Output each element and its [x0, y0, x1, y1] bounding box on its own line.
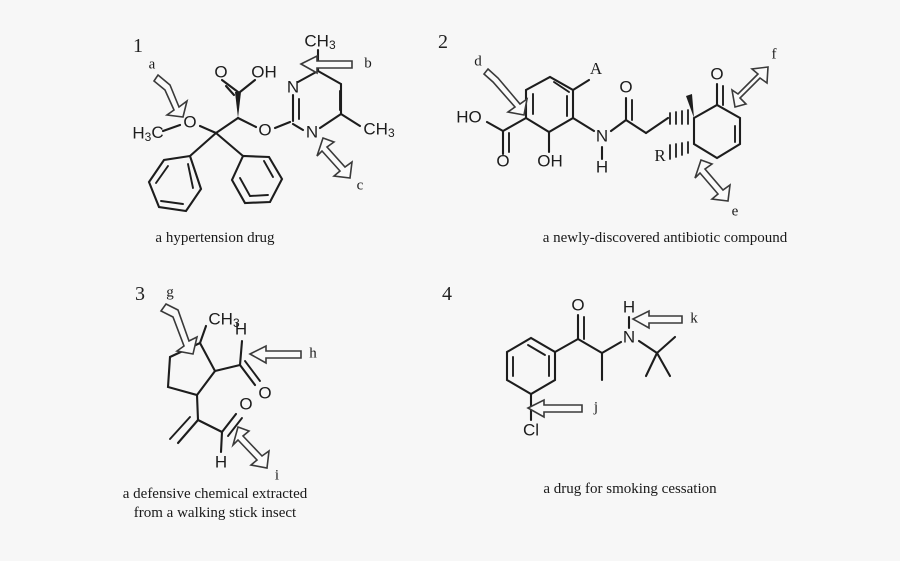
- svg-text:d: d: [474, 53, 482, 69]
- atom-label-methyl-right: CH3: [363, 119, 395, 140]
- arrow-f: f: [730, 46, 777, 109]
- arrow-g: g: [159, 284, 199, 355]
- svg-text:a: a: [149, 56, 156, 72]
- arrow-k: k: [631, 309, 698, 330]
- structure-3-drawing: CH3 H O H O g: [159, 284, 317, 483]
- svg-text:h: h: [309, 345, 317, 361]
- structure-panel-2: 2 O HO OH A N H: [430, 0, 900, 265]
- svg-text:i: i: [275, 467, 279, 483]
- hashed-bond-chain: [669, 109, 689, 125]
- atom-label-phenol-oh: OH: [537, 151, 563, 170]
- atom-label-methyl-3: CH3: [208, 309, 240, 330]
- atom-label-amide-n: N: [596, 126, 608, 145]
- atom-label-a: A: [590, 59, 603, 78]
- arrow-c: c: [316, 136, 364, 193]
- atom-label-r-group: R: [654, 146, 666, 165]
- caption-structure-3: a defensive chemical extracted from a wa…: [90, 485, 340, 523]
- structure-panel-4: 4 Cl O N H: [430, 275, 900, 561]
- caption-structure-2: a newly-discovered antibiotic compound: [542, 230, 788, 246]
- caption-line-1: a defensive chemical extracted: [122, 486, 308, 502]
- arrow-i: i: [231, 425, 279, 483]
- atom-label-amine-h: H: [623, 297, 635, 316]
- structure-2-drawing: O HO OH A N H O: [456, 46, 777, 219]
- atom-label-aldehyde-h-top: H: [235, 319, 247, 338]
- svg-text:j: j: [593, 399, 598, 415]
- atom-label-carboxyl-o-2: O: [496, 151, 509, 170]
- arrow-j: j: [526, 398, 598, 419]
- structure-1-drawing: H3C O: [132, 31, 395, 213]
- atom-label-methyl-top: CH3: [304, 31, 336, 52]
- atom-label-ketone-o-4: O: [571, 295, 584, 314]
- structure-number-2: 2: [438, 31, 448, 53]
- caption-line-2: from a walking stick insect: [133, 504, 297, 521]
- svg-text:g: g: [166, 284, 174, 300]
- svg-text:f: f: [772, 46, 777, 62]
- structure-number-3: 3: [135, 283, 145, 305]
- structure-number-1: 1: [133, 35, 143, 57]
- atom-label-n-upper: N: [287, 77, 299, 96]
- atom-label-cl: Cl: [523, 420, 539, 439]
- hashed-bond-r: [669, 141, 689, 160]
- caption-structure-1: a hypertension drug: [155, 230, 275, 246]
- svg-text:b: b: [364, 55, 372, 71]
- caption-structure-4: a drug for smoking cessation: [543, 481, 717, 497]
- atom-label-oh-1: OH: [251, 62, 277, 81]
- structure-number-4: 4: [442, 283, 452, 305]
- structure-panel-1: 1 H3C O: [0, 0, 430, 265]
- atom-label-ho-2: HO: [456, 107, 482, 126]
- arrow-d: d: [474, 53, 529, 116]
- arrow-b: b: [299, 54, 372, 75]
- atom-label-h3c: H3C: [132, 123, 163, 144]
- svg-text:e: e: [732, 203, 739, 219]
- arrow-a: a: [149, 56, 189, 118]
- atom-label-methoxy-o: O: [183, 112, 196, 131]
- atom-label-carbonyl-o-1: O: [214, 62, 227, 81]
- arrow-e: e: [694, 158, 739, 219]
- structure-4-drawing: Cl O N H k: [505, 295, 698, 439]
- atom-label-ketone-o-2: O: [710, 64, 723, 83]
- arrow-h: h: [248, 344, 317, 365]
- atom-label-amine-n: N: [623, 327, 635, 346]
- svg-text:k: k: [690, 310, 698, 326]
- svg-text:c: c: [357, 177, 364, 193]
- atom-label-aldehyde-o-top: O: [258, 383, 271, 402]
- structure-panel-3: 3 CH3 H O H O: [0, 275, 430, 561]
- atom-label-n-lower: N: [306, 122, 318, 141]
- atom-label-aldehyde-h-bottom: H: [215, 452, 227, 471]
- atom-label-enone-o: O: [239, 394, 252, 413]
- atom-label-ether-o: O: [258, 120, 271, 139]
- atom-label-amide-o: O: [619, 77, 632, 96]
- atom-label-amide-h: H: [596, 157, 608, 176]
